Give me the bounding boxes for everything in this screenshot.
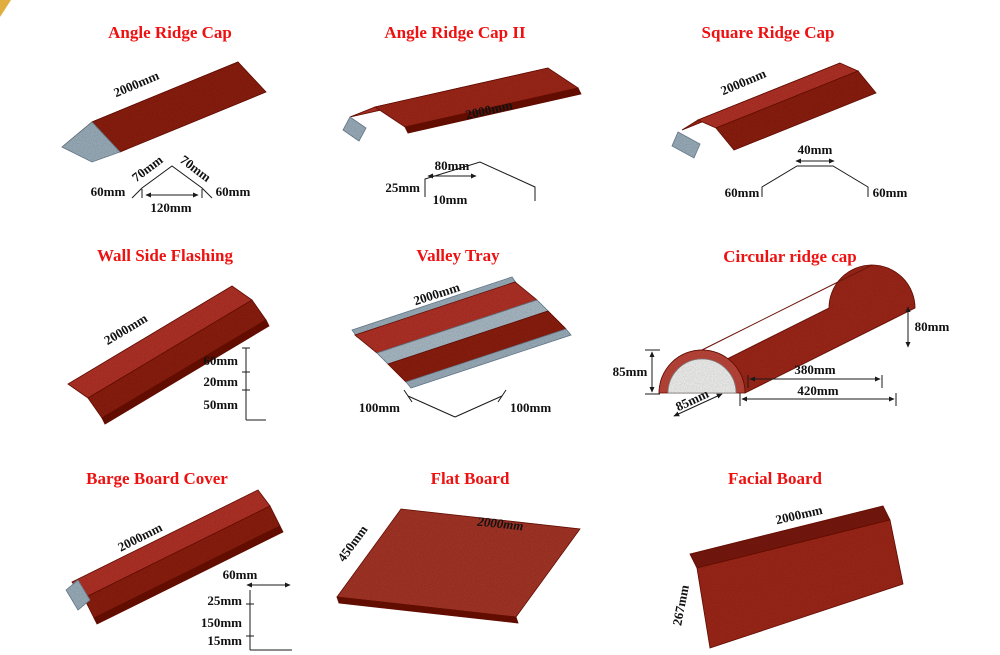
dim-side-right: 60mm [216,184,251,199]
cap2-profile [424,161,536,201]
cap2-bottom-edge [404,87,582,134]
cell-square-ridge-cap: Square Ridge Cap 2000mm 40mm 60mm 60mm [671,23,908,200]
sqcap-end-cap [671,131,701,159]
title-circular-ridge-cap: Circular ridge cap [723,247,856,266]
dim-outer-width: 420mm [797,383,838,398]
dim-height-right: 80mm [915,319,950,334]
title-flat-board: Flat Board [431,469,510,488]
dim-slope-right: 70mm [177,152,214,185]
valley-profile [403,389,507,418]
barge-bottom-edge [93,525,284,625]
round-cap-dimensions [645,306,911,417]
tick [403,389,413,403]
dim-top: 80mm [435,158,470,173]
angle-ridge-cap-2-illustration [342,67,582,142]
title-angle-ridge-cap-2: Angle Ridge Cap II [384,23,526,42]
dim-base: 120mm [150,200,191,215]
profile-line [424,161,536,201]
profile-line [454,395,503,418]
title-wall-side-flashing: Wall Side Flashing [97,246,234,265]
title-square-ridge-cap: Square Ridge Cap [702,23,835,42]
dim-seg2: 20mm [203,374,238,389]
title-angle-ridge-cap: Angle Ridge Cap [108,23,232,42]
dim-left: 100mm [359,400,400,415]
dim-right: 100mm [510,400,551,415]
dim-seg1: 25mm [207,593,242,608]
dim-left: 25mm [385,180,420,195]
dim-bottom: 10mm [433,192,468,207]
profile-line [407,395,456,418]
dim-height-left: 85mm [613,364,648,379]
angle-ridge-cap-illustration [61,61,267,163]
dim-seg3: 50mm [203,397,238,412]
profile-line [761,165,869,197]
dim-side-right: 60mm [873,185,908,200]
wall-side-flashing-illustration [67,285,270,425]
title-barge-board-cover: Barge Board Cover [86,469,228,488]
dimension-arrow [673,393,723,417]
cell-facial-board: Facial Board 2000mm 267mm [669,469,904,649]
valley-tray-illustration [351,276,572,389]
dim-slope-left: 70mm [129,152,166,185]
barge-profile [246,582,292,651]
cap2-gray-flange [342,116,367,142]
cell-valley-tray: Valley Tray 2000mm 100mm 100mm [351,246,572,418]
flashing-hem-edge [101,319,270,425]
sqcap-right-face [715,70,877,151]
cell-circular-ridge-cap: Circular ridge cap 85mm 85mm 380mm 420mm… [613,247,950,417]
tick [497,389,507,403]
facial-board-height-label: 267mm [669,583,692,626]
title-facial-board: Facial Board [728,469,823,488]
flat-board-length-label: 2000mm [476,514,525,534]
sqcap-length-label: 2000mm [718,66,768,98]
angle-ridge-cap-end-cap [61,121,121,163]
dim-seg3: 15mm [207,633,242,648]
barge-end-cap [65,579,91,611]
round-cap-hollow [667,358,737,394]
sqcap-profile [761,158,869,197]
round-cap-crest-line [701,264,873,351]
barge-board-illustration [65,489,284,625]
angle-ridge-cap-profile [131,165,213,199]
dim-seg1: 60mm [203,353,238,368]
angle-ridge-cap-right-face [91,61,267,153]
cell-flat-board: Flat Board 450mm 2000mm [334,469,581,624]
facial-board-face [696,519,904,649]
dim-side-left: 60mm [725,185,760,200]
square-ridge-cap-illustration [671,62,877,159]
dim-top: 40mm [798,142,833,157]
dim-inner-width: 380mm [794,362,835,377]
cell-wall-side-flashing: Wall Side Flashing 2000mm 60mm 20mm 50mm [67,246,270,425]
flashing-profile [242,347,266,421]
dim-side-left: 60mm [91,184,126,199]
cell-angle-ridge-cap-2: Angle Ridge Cap II 2000mm 80mm 25mm 10mm [342,23,582,207]
facial-board-illustration [689,505,904,649]
cell-angle-ridge-cap: Angle Ridge Cap 2000mm 70mm 70mm 60mm 60… [61,23,267,215]
cell-barge-board-cover: Barge Board Cover 2000mm 60mm 25mm 150mm… [65,469,292,651]
corner-artifact [0,0,11,17]
flat-board-illustration [336,508,581,624]
angle-ridge-cap-length-label: 2000mm [111,68,161,100]
profile-line [131,165,213,199]
circular-ridge-cap-illustration [658,264,916,394]
valley-near-lip [405,328,572,389]
flat-board-edge [336,596,519,624]
dim-top: 60mm [223,567,258,582]
dim-seg2: 150mm [201,615,242,630]
title-valley-tray: Valley Tray [416,246,500,265]
